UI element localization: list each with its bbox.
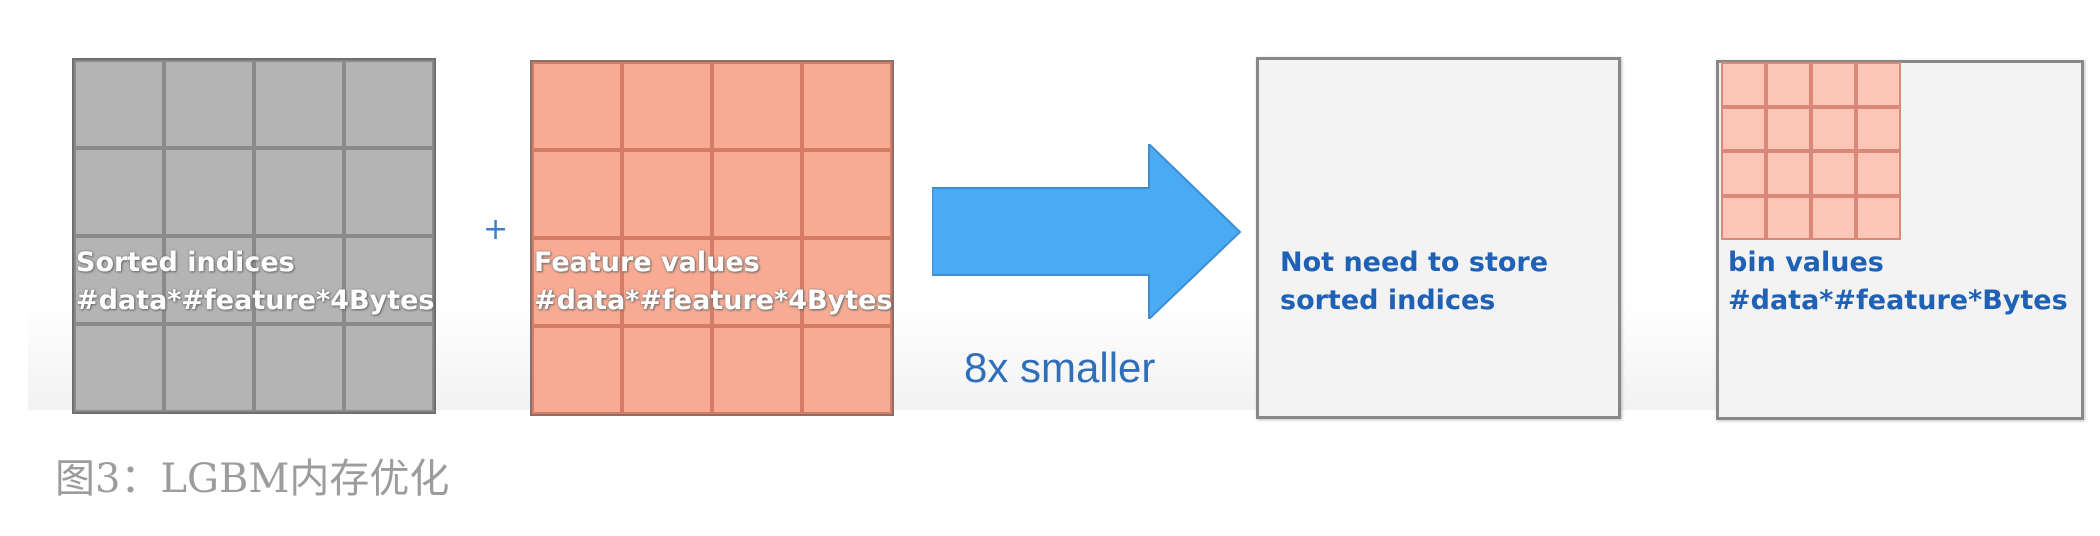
grid-cell xyxy=(712,150,802,238)
diagram-panel: Sorted indices #data*#feature*4Bytes + F… xyxy=(28,22,2084,420)
grid-cell xyxy=(802,62,892,150)
grid-cell xyxy=(622,238,712,326)
grid-cell xyxy=(532,326,622,414)
no-indices-line2: sorted indices xyxy=(1280,285,1496,316)
grid-cell xyxy=(1856,195,1901,240)
grid-cell xyxy=(1721,151,1766,196)
grid-cell xyxy=(254,324,344,412)
feature-values-title: Feature values xyxy=(534,247,760,278)
grid-cell xyxy=(254,60,344,148)
no-indices-box xyxy=(1256,57,1621,419)
right-arrow-icon xyxy=(932,144,1242,319)
grid-cell xyxy=(164,60,254,148)
grid-cell xyxy=(254,236,344,324)
feature-values-size: #data*#feature*4Bytes xyxy=(534,285,893,316)
sorted-indices-label: Sorted indices #data*#feature*4Bytes xyxy=(76,244,434,320)
grid-cell xyxy=(1721,195,1766,240)
bin-values-text: bin values #data*#feature*Bytes xyxy=(1728,244,2068,320)
grid-cell xyxy=(622,150,712,238)
plus-sign: + xyxy=(483,212,509,247)
bin-values-line1: bin values xyxy=(1728,247,1884,278)
grid-cell xyxy=(1856,151,1901,196)
feature-values-grid xyxy=(530,60,894,416)
grid-cell xyxy=(74,60,164,148)
no-indices-line1: Not need to store xyxy=(1280,247,1549,278)
grid-cell xyxy=(1811,151,1856,196)
grid-cell xyxy=(344,60,434,148)
grid-cell xyxy=(712,238,802,326)
grid-cell xyxy=(532,150,622,238)
grid-cell xyxy=(1811,106,1856,151)
grid-cell xyxy=(344,324,434,412)
sorted-indices-size: #data*#feature*4Bytes xyxy=(76,285,435,316)
grid-cell xyxy=(344,148,434,236)
grid-cell xyxy=(1856,106,1901,151)
grid-cell xyxy=(1766,151,1811,196)
grid-cell xyxy=(74,236,164,324)
grid-cell xyxy=(802,150,892,238)
grid-cell xyxy=(1721,106,1766,151)
grid-cell xyxy=(712,326,802,414)
reduction-caption: 8x smaller xyxy=(964,344,1156,391)
sorted-indices-grid xyxy=(72,58,436,414)
grid-cell xyxy=(622,62,712,150)
grid-cell xyxy=(74,324,164,412)
grid-cell xyxy=(802,326,892,414)
figure-caption: 图3：LGBM内存优化 xyxy=(55,456,450,502)
grid-cell xyxy=(164,236,254,324)
no-indices-text: Not need to store sorted indices xyxy=(1280,244,1548,320)
grid-cell xyxy=(802,238,892,326)
grid-cell xyxy=(1766,195,1811,240)
grid-cell xyxy=(254,148,344,236)
grid-cell xyxy=(1811,62,1856,107)
grid-cell xyxy=(1721,62,1766,107)
grid-cell xyxy=(344,236,434,324)
grid-cell xyxy=(532,238,622,326)
bin-values-line2: #data*#feature*Bytes xyxy=(1728,285,2068,316)
sorted-indices-title: Sorted indices xyxy=(76,247,295,278)
bin-values-grid xyxy=(1721,62,1901,240)
grid-cell xyxy=(74,148,164,236)
grid-cell xyxy=(164,324,254,412)
grid-cell xyxy=(164,148,254,236)
grid-cell xyxy=(1811,195,1856,240)
grid-cell xyxy=(532,62,622,150)
grid-cell xyxy=(622,326,712,414)
grid-cell xyxy=(712,62,802,150)
grid-cell xyxy=(1856,62,1901,107)
feature-values-label: Feature values #data*#feature*4Bytes xyxy=(534,244,892,320)
grid-cell xyxy=(1766,106,1811,151)
grid-cell xyxy=(1766,62,1811,107)
